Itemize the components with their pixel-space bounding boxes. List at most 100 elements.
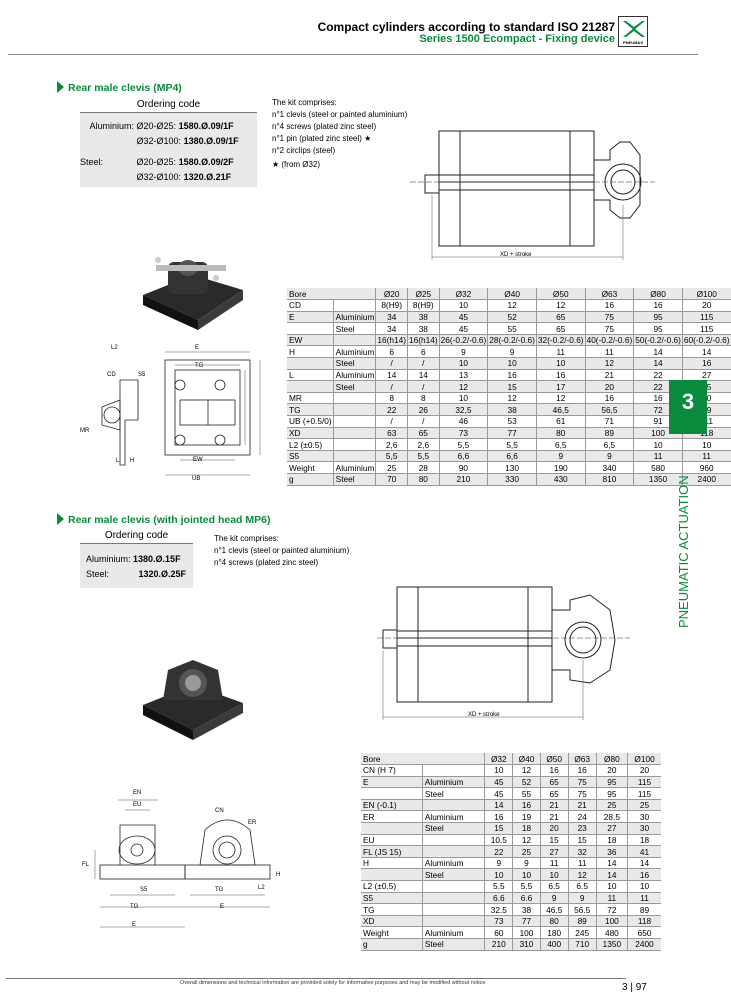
table-cell: 20 — [584, 380, 634, 393]
dim-en: EN — [133, 790, 142, 796]
header-cell: Ø63 — [567, 753, 597, 766]
table-cell: 20 — [681, 299, 731, 312]
table-cell: 80 — [539, 915, 569, 928]
dim-l2: L2 — [258, 885, 265, 891]
row-material: Aluminium — [421, 810, 485, 824]
table-cell: 400 — [539, 938, 569, 951]
ordering-row: Steel: 1320.Ø.25F — [86, 569, 187, 579]
row-material: Aluminium — [332, 345, 376, 359]
table-cell: 15 — [539, 834, 569, 847]
table-cell: 53 — [487, 415, 537, 428]
table-cell: 245 — [567, 926, 597, 939]
row-label: E — [287, 311, 334, 324]
row-label: g — [287, 473, 334, 486]
table-cell: 17 — [535, 380, 586, 393]
table-cell: 22 — [375, 403, 408, 417]
table-cell: 16 — [584, 392, 634, 405]
table-cell: 11 — [681, 450, 731, 463]
table-cell: 310 — [512, 938, 541, 951]
row-label: Weight — [361, 926, 423, 939]
table-cell: 21 — [584, 369, 634, 382]
header-divider — [8, 54, 698, 55]
table-cell: 24 — [567, 810, 597, 824]
row-label — [361, 868, 423, 882]
row-label: Weight — [287, 461, 334, 474]
table-cell: 5,5 — [375, 450, 408, 463]
table-cell: 12 — [512, 834, 541, 847]
table-cell: 60 — [484, 926, 513, 939]
table-cell: 115 — [681, 322, 731, 335]
table-cell: 65 — [407, 427, 440, 440]
section-title: Rear male clevis (with jointed head MP6) — [68, 514, 271, 526]
table-cell: 19 — [512, 810, 541, 824]
table-cell: 89 — [584, 427, 634, 440]
table-cell: 16 — [681, 357, 731, 370]
table-cell: / — [375, 380, 408, 393]
table-cell: 12 — [512, 764, 541, 777]
table-cell: 46,5 — [535, 403, 586, 417]
table-cell: 14 — [484, 799, 513, 812]
table-cell: 6,6 — [438, 450, 488, 463]
table-cell: 30 — [627, 822, 661, 835]
table-cell: 75 — [584, 322, 634, 335]
table-cell: 16 — [567, 764, 597, 777]
pneumax-logo: PNEUMAX — [618, 16, 648, 47]
table-cell: 45 — [484, 787, 513, 800]
table-cell: 12 — [487, 299, 537, 312]
table-cell: 10 — [535, 357, 586, 370]
table-cell: 15 — [567, 834, 597, 847]
row-label: g — [361, 938, 423, 951]
table-cell: 14 — [595, 868, 628, 882]
table-cell: 5.5 — [484, 880, 513, 893]
table-cell: 10 — [484, 764, 513, 777]
table-cell: 61 — [535, 415, 586, 428]
dim-e-2: E — [132, 922, 137, 928]
table-cell: 10 — [633, 438, 683, 451]
table-cell: 38 — [407, 311, 440, 324]
table-cell: 6.6 — [512, 892, 541, 905]
row-label: L2 (±0.5) — [287, 438, 334, 451]
row-label: TG — [287, 403, 334, 417]
table-cell: 26(-0.2/-0.6) — [438, 334, 488, 347]
dim-fl: FL — [82, 862, 90, 868]
header-cell: Ø100 — [627, 753, 661, 766]
table-cell: 130 — [487, 461, 537, 474]
table-row: XD636573778089100118 — [287, 427, 731, 440]
table-cell: 32(-0.2/-0.6) — [535, 334, 586, 347]
table-cell: 210 — [484, 938, 513, 951]
table-cell: 90 — [438, 461, 488, 474]
dim-eu: EU — [133, 802, 142, 808]
table-cell: 30 — [627, 810, 661, 824]
table-cell: 10 — [681, 438, 731, 451]
page-title: Compact cylinders according to standard … — [317, 20, 615, 34]
table-cell: 89 — [567, 915, 597, 928]
table-cell: 2,6 — [375, 438, 408, 451]
table-cell: 15 — [487, 380, 537, 393]
row-material: Steel — [421, 868, 485, 882]
row-label: H — [361, 857, 423, 870]
table-cell: 2,6 — [407, 438, 440, 451]
table-cell: 10 — [438, 392, 488, 405]
table-cell: 26 — [407, 403, 440, 417]
table-cell: 16 — [535, 369, 586, 382]
table-cell: 40(-0.2/-0.6) — [584, 334, 634, 347]
table-cell: 52 — [512, 776, 541, 789]
chapter-tab — [669, 380, 707, 434]
row-label: FL (JS 15) — [361, 845, 423, 858]
table-cell: 73 — [438, 427, 488, 440]
table-cell: 41 — [627, 845, 661, 858]
table-cell: 12 — [438, 380, 488, 393]
table-cell: 50(-0.2/-0.6) — [633, 334, 683, 347]
table-cell: 36 — [595, 845, 628, 858]
table-cell: 25 — [627, 799, 661, 812]
row-label: L — [287, 369, 334, 382]
table-cell: 20 — [539, 822, 569, 835]
table-cell: 34 — [375, 322, 408, 335]
